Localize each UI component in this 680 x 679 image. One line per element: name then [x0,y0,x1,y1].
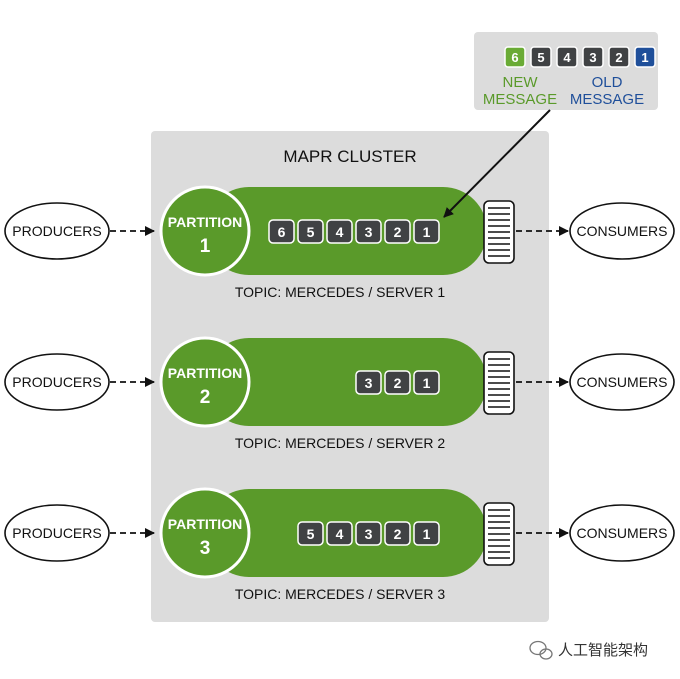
legend-box [634,46,656,68]
partition-number: 3 [200,538,211,559]
consumer-node [569,202,675,260]
legend-box [530,46,552,68]
topic-label: TOPIC: MERCEDES / SERVER 3 [235,586,446,602]
message-number: 3 [365,375,373,391]
message-number: 5 [307,224,315,240]
consumer-label: CONSUMERS [576,374,667,390]
consumer-label: CONSUMERS [576,525,667,541]
wechat-icon [529,640,553,660]
legend-box [582,46,604,68]
producer-label: PRODUCERS [12,374,101,390]
topic-label: TOPIC: MERCEDES / SERVER 2 [235,435,446,451]
message-box [384,219,411,244]
producer-label: PRODUCERS [12,525,101,541]
legend-new-line1: NEW [503,74,539,91]
partition-circle [159,336,251,428]
legend-box-number: 4 [563,50,571,65]
message-number: 4 [336,526,344,542]
partition-circle [159,185,251,277]
partition-label: PARTITION [168,365,242,381]
legend-box-number: 1 [641,50,648,65]
watermark: 人工智能架构 [529,640,648,660]
message-box [355,521,382,546]
partition-label: PARTITION [168,516,242,532]
message-number: 4 [336,224,344,240]
legend-old-line2: MESSAGE [570,91,644,108]
watermark-text: 人工智能架构 [558,641,648,659]
message-box [297,521,324,546]
partition-number: 2 [200,387,211,408]
consumer-label: CONSUMERS [576,223,667,239]
message-box [268,219,295,244]
legend-new-line2: MESSAGE [483,91,557,108]
legend-old-line1: OLD [592,74,623,91]
message-box [326,521,353,546]
partition-log-bar [205,338,487,426]
message-box [413,521,440,546]
message-box [326,219,353,244]
partition-label: PARTITION [168,214,242,230]
legend-box-number: 3 [589,50,596,65]
legend-pointer-arrow [443,109,551,218]
consumer-node [569,353,675,411]
partition-circle [159,487,251,579]
message-number: 6 [278,224,286,240]
message-box [355,219,382,244]
legend-box-number: 2 [615,50,622,65]
legend-box [556,46,578,68]
message-box [297,219,324,244]
partition-number: 1 [200,236,211,257]
message-number: 5 [307,526,315,542]
producer-node [4,504,110,562]
producer-label: PRODUCERS [12,223,101,239]
producer-node [4,353,110,411]
legend-box-number: 6 [511,50,518,65]
message-box [413,370,440,395]
message-number: 3 [365,224,373,240]
message-number: 2 [394,375,402,391]
producer-node [4,202,110,260]
consumer-node [569,504,675,562]
topic-label: TOPIC: MERCEDES / SERVER 1 [235,284,446,300]
message-box [384,521,411,546]
message-number: 1 [423,375,431,391]
legend-box [504,46,526,68]
message-box [384,370,411,395]
message-box [413,219,440,244]
message-box [355,370,382,395]
message-number: 2 [394,526,402,542]
message-number: 3 [365,526,373,542]
message-number: 1 [423,224,431,240]
message-number: 2 [394,224,402,240]
legend-box [608,46,630,68]
legend-message-boxes: 6 5 4 3 2 1 [504,46,656,68]
legend-box-number: 5 [537,50,544,65]
message-number: 1 [423,526,431,542]
cluster-title: MAPR CLUSTER [283,147,416,166]
